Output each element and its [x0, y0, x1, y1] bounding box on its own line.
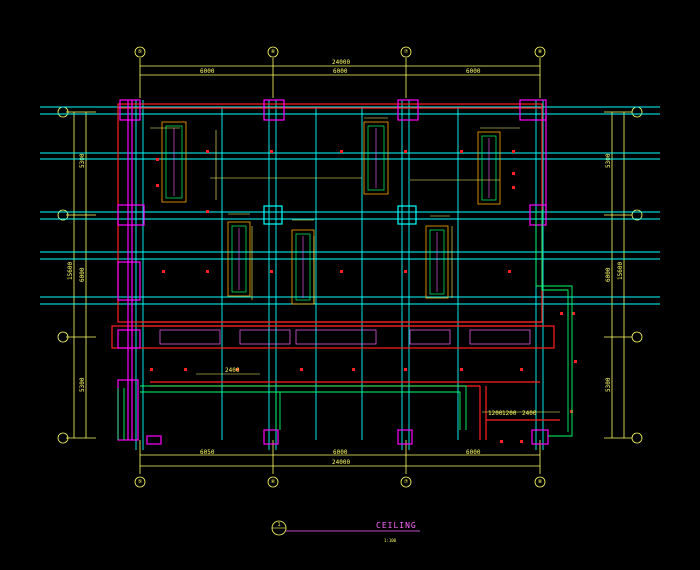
- light-fixture: [161, 121, 187, 203]
- top-total-dim: 24000: [332, 59, 350, 66]
- interior-dim: 1200: [488, 410, 503, 417]
- interior-dim: 1200: [502, 410, 517, 417]
- axis-bubble-label: ⑧: [538, 479, 543, 485]
- left-span-dim: 5300: [79, 153, 86, 168]
- left-span-dim: 6000: [79, 267, 86, 282]
- small-dimension-ticks: [150, 117, 560, 413]
- bottom-dimension-chain: [139, 440, 541, 474]
- interior-dim: 2400: [522, 410, 537, 417]
- title-stamp-number: 1: [277, 522, 280, 528]
- light-fixtures: [161, 121, 501, 305]
- title-block: 1 CEILING 1:100: [271, 520, 420, 543]
- top-dimension-chain: [139, 58, 541, 98]
- right-span-dim: 5300: [605, 377, 612, 392]
- left-dimension-chain: [66, 111, 96, 439]
- axis-bubble-label: ⑤: [138, 49, 143, 55]
- pipe-runs: [117, 210, 573, 440]
- top-span-dim: 6000: [200, 68, 215, 75]
- top-span-dim: 6000: [466, 68, 481, 75]
- right-total-dim: 15600: [617, 262, 624, 280]
- bottom-span-dim: 6000: [333, 449, 348, 456]
- axis-bubble-label: ⑦: [404, 49, 409, 55]
- axis-bubble-label: ⑤: [138, 479, 143, 485]
- top-axis-bubbles: [134, 46, 546, 58]
- interior-dim: 2400: [225, 367, 240, 374]
- light-fixture-inner: [165, 125, 183, 199]
- bottom-span-dim: 6050: [200, 449, 215, 456]
- axis-bubble-label: ⑧: [538, 49, 543, 55]
- bottom-axis-bubbles: [134, 476, 546, 488]
- top-span-dim: 6000: [333, 68, 348, 75]
- axis-bubble-label: ⑦: [404, 479, 409, 485]
- light-fixture: [227, 221, 251, 297]
- axis-bubble-label: ⑥: [271, 479, 276, 485]
- right-span-dim: 5300: [605, 153, 612, 168]
- structural-columns: [117, 99, 549, 445]
- corridor-strip: [159, 329, 531, 345]
- light-fixture: [477, 131, 501, 205]
- right-axis-bubbles: [631, 106, 643, 444]
- interior-columns: [263, 205, 417, 225]
- left-span-dim: 5300: [79, 377, 86, 392]
- exterior-walls: [111, 103, 560, 440]
- bottom-span-dim: 6000: [466, 449, 481, 456]
- left-total-dim: 15600: [67, 262, 74, 280]
- ceiling-points: [150, 150, 577, 443]
- plan-title: CEILING: [376, 521, 417, 530]
- right-span-dim: 6000: [605, 267, 612, 282]
- light-fixture: [425, 225, 449, 299]
- bottom-total-dim: 24000: [332, 459, 350, 466]
- axis-bubble-label: ⑥: [271, 49, 276, 55]
- light-fixture: [363, 121, 389, 195]
- plan-scale: 1:100: [384, 538, 397, 543]
- right-dimension-chain: [604, 111, 632, 439]
